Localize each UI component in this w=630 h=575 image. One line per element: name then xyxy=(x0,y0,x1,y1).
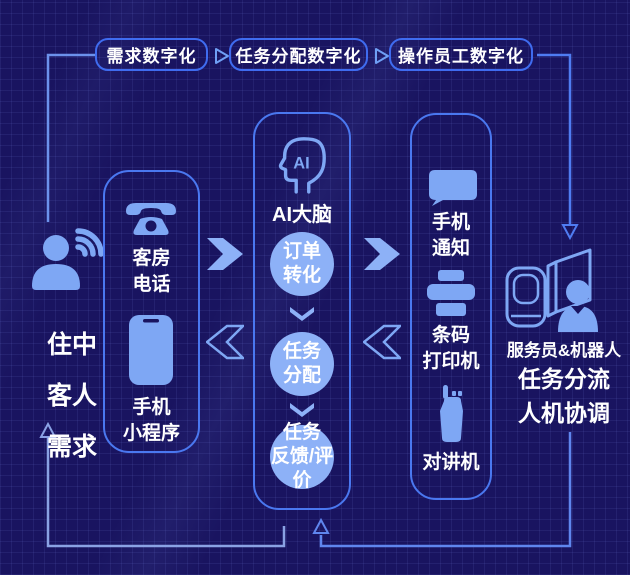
stage-label: 任务 反馈/评价 xyxy=(270,422,334,491)
barcode-printer-label: 条码 打印机 xyxy=(422,325,480,372)
guest-label: 住中 客人 需求 xyxy=(46,331,97,461)
chevron-left-outline-icon xyxy=(206,324,244,360)
stage-label: 订单 转化 xyxy=(282,241,321,286)
staff-title-coordination: 人机协调 xyxy=(518,400,610,426)
arrow-down-icon xyxy=(561,224,579,241)
mini-program-label: 手机 小程序 xyxy=(122,397,180,444)
printer-icon xyxy=(427,270,475,316)
phone-notify-label: 手机 通知 xyxy=(431,212,470,259)
arrow-up-icon xyxy=(312,517,330,534)
chevron-right-icon xyxy=(364,238,400,270)
connector-top-right xyxy=(537,53,572,224)
stage-task-feedback: 任务 反馈/评价 xyxy=(270,422,334,491)
stage-label: 任务 分配 xyxy=(282,341,321,386)
top-step-demand: 需求数字化 xyxy=(95,38,208,71)
intercom-label: 对讲机 xyxy=(422,452,480,473)
speech-bubble-icon xyxy=(429,170,477,206)
ai-brain-label: AI大脑 xyxy=(272,204,332,226)
chevron-down-icon xyxy=(290,307,314,321)
ai-head-icon: AI xyxy=(278,137,326,194)
staff-tools-box xyxy=(410,113,492,500)
triangle-right-icon xyxy=(215,48,229,64)
ai-head-icon-text: AI xyxy=(293,155,309,173)
guest-signal-icon xyxy=(32,228,104,290)
room-phone-label: 客房 电话 xyxy=(132,248,171,295)
staff-subtitle: 服务员&机器人 xyxy=(506,341,622,360)
smartphone-icon xyxy=(129,315,173,385)
triangle-right-icon xyxy=(375,48,389,64)
chevron-right-icon xyxy=(207,238,243,270)
stage-task-assign: 任务 分配 xyxy=(270,332,334,396)
walkie-talkie-icon xyxy=(440,385,463,442)
arrow-up-icon xyxy=(39,421,57,438)
stage-order-conversion: 订单 转化 xyxy=(270,232,334,296)
chevron-down-icon xyxy=(290,403,314,417)
connector-bottom-right xyxy=(319,432,572,548)
robot-waiter-icon xyxy=(505,248,598,332)
staff-title-task-split: 任务分流 xyxy=(518,366,610,392)
telephone-icon xyxy=(126,203,176,235)
connector-top-left xyxy=(46,53,95,222)
chevron-left-outline-icon xyxy=(363,324,401,360)
top-step-task-assign: 任务分配数字化 xyxy=(229,38,368,71)
ai-brain-box xyxy=(253,112,351,510)
connector-bottom-left xyxy=(46,437,286,548)
top-step-operator: 操作员工数字化 xyxy=(389,38,533,71)
guest-channels-box xyxy=(103,170,200,453)
